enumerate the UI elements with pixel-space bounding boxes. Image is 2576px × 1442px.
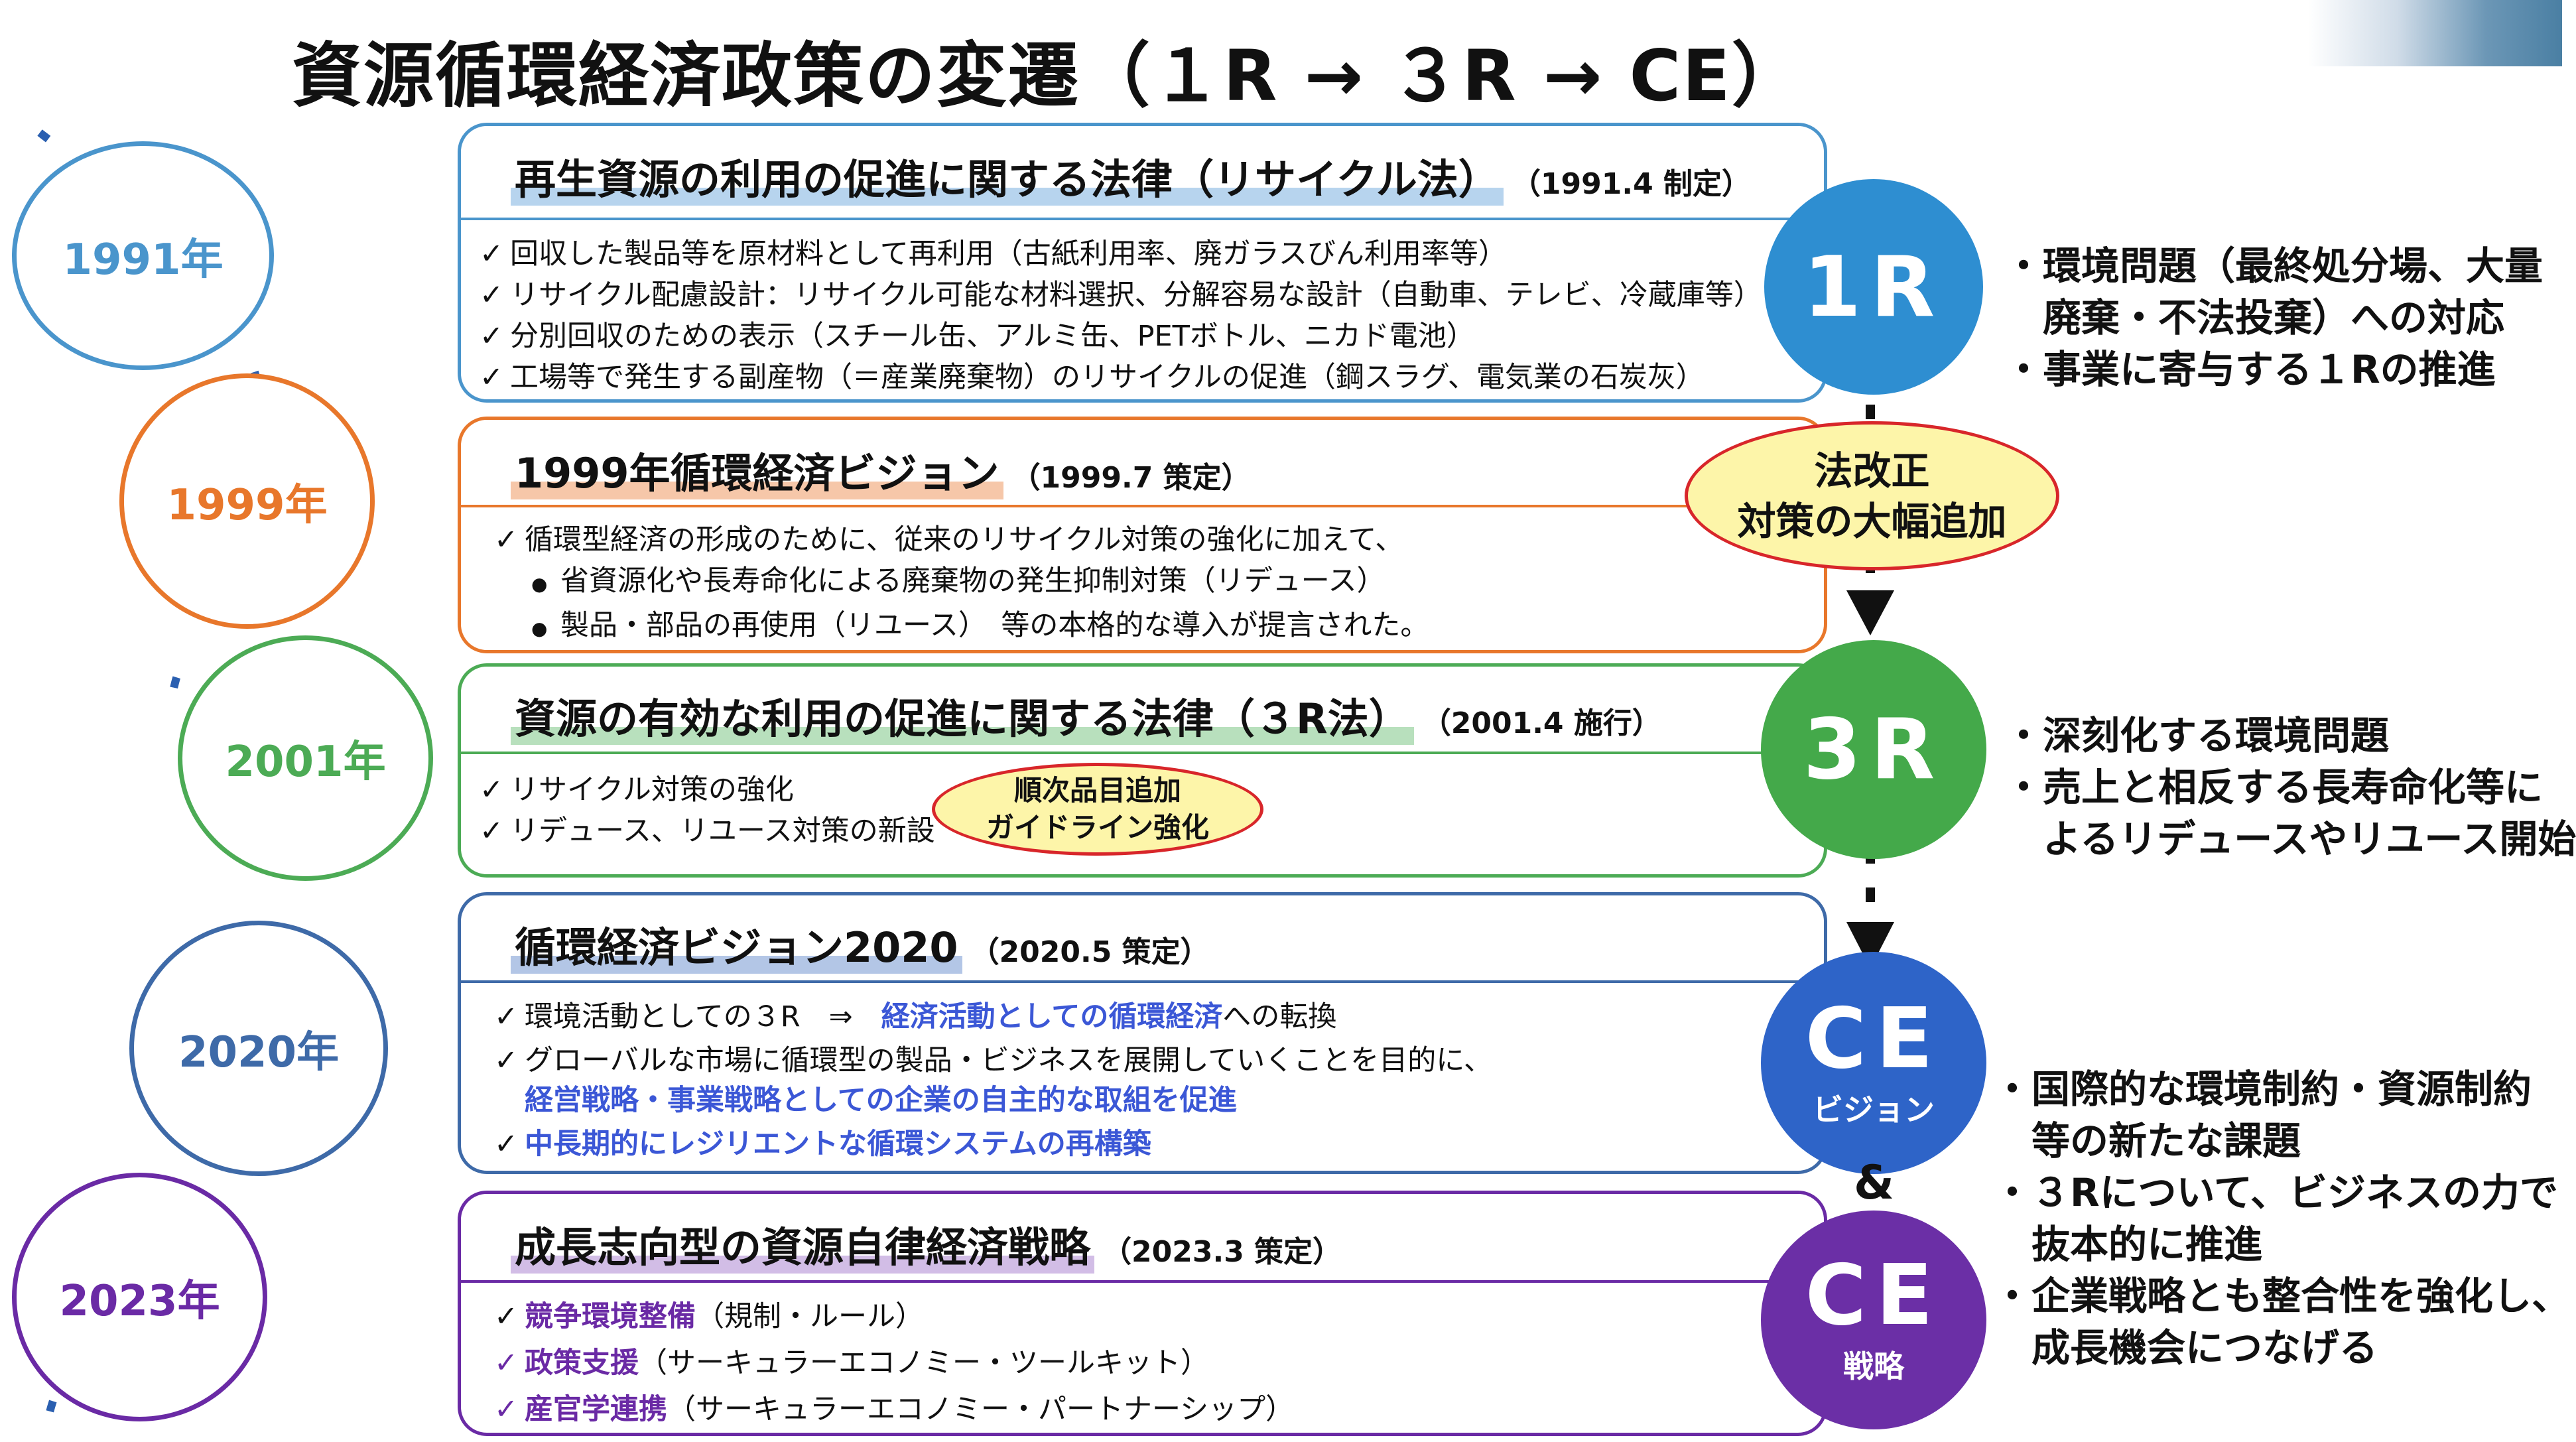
- check-icon: ✓: [494, 1300, 519, 1333]
- corner-decoration: [2308, 0, 2562, 66]
- box-2023-strategy: 成長志向型の資源自律経済戦略（2023.3 策定） ✓競争環境整備（規制・ルール…: [458, 1191, 1827, 1436]
- box-2023-divider: [461, 1280, 1827, 1283]
- year-circle-2023: 2023年: [12, 1173, 267, 1421]
- list-item: ✓環境活動としての３R ⇒ 経済活動としての循環経済への転換: [494, 995, 1492, 1039]
- circle-3r: 3R: [1761, 640, 1986, 859]
- ampersand: &: [1854, 1155, 1895, 1210]
- box-1991-title-row: 再生資源の利用の促進に関する法律（リサイクル法）（1991.4 制定）: [511, 146, 1751, 206]
- box-2001-3r-law: 資源の有効な利用の促進に関する法律（３R法）（2001.4 施行） ✓リサイクル…: [458, 663, 1827, 878]
- box-2001-date: （2001.4 施行）: [1421, 706, 1661, 740]
- check-icon: ✓: [480, 320, 504, 353]
- box-1999-divider: [461, 505, 1827, 507]
- box-1999-title-row: 1999年循環経済ビジョン（1999.7 策定）: [511, 440, 1251, 499]
- side-note-1r: ・環境問題（最終処分場、大量 廃棄・不法投棄）への対応 ・事業に寄与する１Rの推…: [2004, 243, 2544, 392]
- box-1991-date: （1991.4 制定）: [1511, 167, 1752, 201]
- circle-ce-strategy: CE 戦略: [1761, 1211, 1986, 1429]
- list-item: ●製品・部品の再使用（リユース） 等の本格的な導入が提言された。: [494, 605, 1429, 649]
- box-2020-title-row: 循環経済ビジョン2020（2020.5 策定）: [511, 914, 1210, 974]
- box-1991-divider: [461, 218, 1827, 220]
- check-icon: ✓: [494, 1393, 519, 1426]
- box-1999-title: 1999年循環経済ビジョン: [511, 440, 1003, 499]
- box-2020-title: 循環経済ビジョン2020: [511, 914, 962, 974]
- year-circle-2020: 2020年: [129, 921, 388, 1176]
- box-1991-title: 再生資源の利用の促進に関する法律（リサイクル法）: [511, 146, 1504, 206]
- list-item: ✓中長期的にレジリエントな循環システムの再構築: [494, 1122, 1492, 1166]
- list-item: ✓回収した製品等を原材料として再利用（古紙利用率、廃ガラスびん利用率等）: [480, 233, 1762, 275]
- check-icon: ✓: [494, 1346, 519, 1380]
- arrow-down-icon: [1846, 922, 1894, 968]
- box-2023-date: （2023.3 策定）: [1102, 1235, 1342, 1269]
- box-1991-recycle-law: 再生資源の利用の促進に関する法律（リサイクル法）（1991.4 制定） ✓回収し…: [458, 123, 1827, 403]
- year-circle-1991: 1991年: [12, 141, 274, 370]
- check-icon: ✓: [480, 773, 504, 807]
- box-2020-vision: 循環経済ビジョン2020（2020.5 策定） ✓環境活動としての３R ⇒ 経済…: [458, 892, 1827, 1174]
- box-1999-vision: 1999年循環経済ビジョン（1999.7 策定） ✓循環型経済の形成のために、従…: [458, 417, 1827, 653]
- box-1999-date: （1999.7 策定）: [1011, 461, 1251, 495]
- list-item: ✓政策支援（サーキュラーエコノミー・ツールキット）: [494, 1340, 1294, 1386]
- year-circle-1999: 1999年: [119, 373, 375, 629]
- list-item: ✓リサイクル配慮設計：リサイクル可能な材料選択、分解容易な設計（自動車、テレビ、…: [480, 275, 1762, 316]
- box-2020-date: （2020.5 策定）: [970, 935, 1210, 969]
- list-item: ✓分別回収のための表示（スチール缶、アルミ缶、PETボトル、ニカド電池）: [480, 316, 1762, 357]
- box-2023-title: 成長志向型の資源自律経済戦略: [511, 1214, 1095, 1274]
- oval-law-revision: 法改正 対策の大幅追加: [1685, 421, 2059, 570]
- circle-1r: 1R: [1764, 179, 1983, 395]
- box-2020-items: ✓環境活動としての３R ⇒ 経済活動としての循環経済への転換 ✓グローバルな市場…: [494, 995, 1492, 1166]
- box-2001-title-row: 資源の有効な利用の促進に関する法律（３R法）（2001.4 施行）: [511, 685, 1661, 745]
- circle-ce-vision: CE ビジョン: [1761, 952, 1986, 1174]
- box-1991-items: ✓回収した製品等を原材料として再利用（古紙利用率、廃ガラスびん利用率等） ✓リサ…: [480, 233, 1762, 398]
- check-icon: ✓: [494, 1128, 519, 1161]
- box-2023-title-row: 成長志向型の資源自律経済戦略（2023.3 策定）: [511, 1214, 1342, 1274]
- year-label-2020: 2020年: [178, 1027, 340, 1077]
- box-1999-items: ✓循環型経済の形成のために、従来のリサイクル対策の強化に加えて、 ●省資源化や長…: [494, 519, 1429, 649]
- year-circle-2001: 2001年: [178, 635, 433, 881]
- list-item-continued: 経営戦略・事業戦略としての企業の自主的な取組を促進: [525, 1084, 1237, 1117]
- list-item: ●省資源化や長寿命化による廃棄物の発生抑制対策（リデュース）: [494, 560, 1429, 605]
- year-label-2023: 2023年: [59, 1276, 220, 1326]
- bullet-icon: ●: [531, 618, 548, 639]
- list-item: ✓循環型経済の形成のために、従来のリサイクル対策の強化に加えて、: [494, 519, 1429, 560]
- check-icon: ✓: [480, 237, 504, 271]
- list-item: ✓競争環境整備（規制・ルール）: [494, 1293, 1294, 1340]
- box-2023-items: ✓競争環境整備（規制・ルール） ✓政策支援（サーキュラーエコノミー・ツールキット…: [494, 1293, 1294, 1433]
- check-icon: ✓: [494, 1044, 519, 1077]
- check-icon: ✓: [494, 523, 519, 557]
- side-note-ce: ・国際的な環境制約・資源制約 等の新たな課題 ・３Rについて、ビジネスの力で 抜…: [1993, 1067, 2571, 1370]
- page-title: 資源循環経済政策の変遷（１R → ３R → CE）: [292, 35, 1803, 117]
- box-2001-title: 資源の有効な利用の促進に関する法律（３R法）: [511, 685, 1414, 745]
- list-item: ✓グローバルな市場に循環型の製品・ビジネスを展開していくことを目的に、: [494, 1039, 1492, 1082]
- oval-guideline-note: 順次品目追加 ガイドライン強化: [932, 763, 1263, 856]
- bullet-icon: ●: [531, 573, 548, 595]
- list-item: ✓産官学連携（サーキュラーエコノミー・パートナーシップ）: [494, 1386, 1294, 1433]
- box-2020-divider: [461, 980, 1827, 983]
- year-label-1999: 1999年: [166, 480, 328, 530]
- box-2001-items: ✓リサイクル対策の強化 ✓リデュース、リユース対策の新設: [480, 769, 935, 852]
- check-icon: ✓: [480, 361, 504, 394]
- check-icon: ✓: [480, 815, 504, 848]
- list-item: ✓リサイクル対策の強化: [480, 769, 935, 811]
- list-item: ✓工場等で発生する副産物（＝産業廃棄物）のリサイクルの促進（鋼スラグ、電気業の石…: [480, 357, 1762, 398]
- side-note-3r: ・深刻化する環境問題 ・売上と相反する長寿命化等に よるリデュースやリユース開始: [2004, 713, 2576, 862]
- year-label-1991: 1991年: [62, 235, 224, 285]
- box-2001-divider: [461, 752, 1827, 754]
- check-icon: ✓: [480, 279, 504, 312]
- year-label-2001: 2001年: [225, 738, 386, 787]
- check-icon: ✓: [494, 1000, 519, 1033]
- list-item: ✓リデュース、リユース対策の新設: [480, 811, 935, 852]
- arrow-down-icon: [1846, 590, 1894, 635]
